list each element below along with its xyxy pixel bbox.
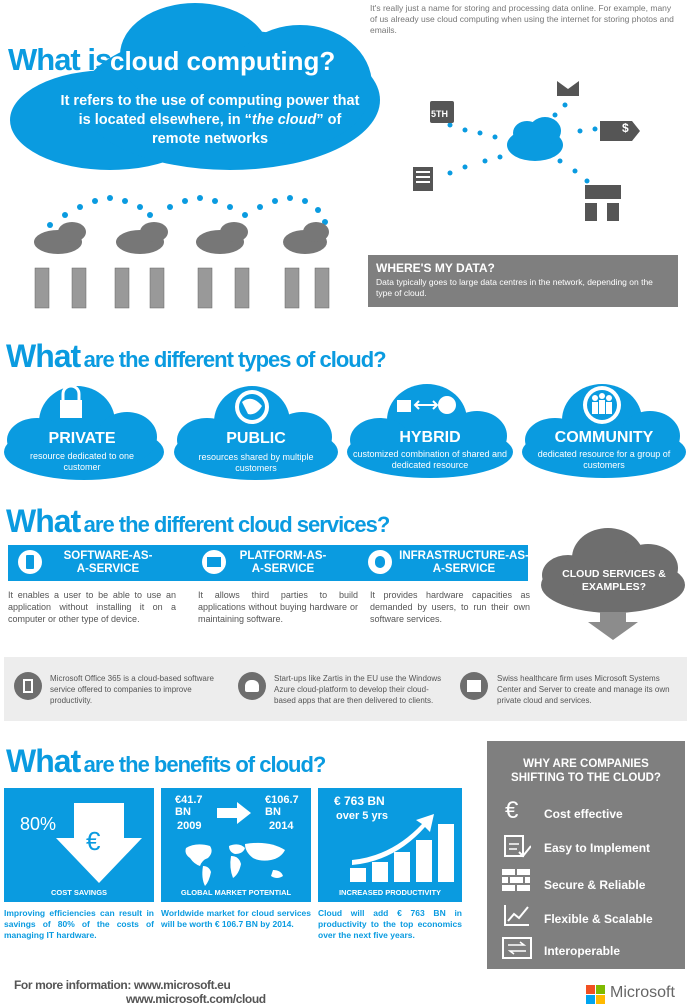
what-is-label: What is <box>8 42 112 77</box>
intro-text: It's really just a name for storing and … <box>370 3 674 35</box>
type-private-title: PRIVATE <box>48 430 116 447</box>
microsoft-wordmark: Microsoft <box>610 984 675 1001</box>
private-cloud-shape <box>4 384 164 480</box>
where-data-text: Data typically goes to large data centre… <box>376 277 653 298</box>
paas-icon <box>202 550 226 574</box>
type-community-title: COMMUNITY <box>554 429 654 446</box>
paas-text: It allows third parties to build applica… <box>198 590 358 624</box>
types-heading-what: What <box>6 338 81 374</box>
why-item-interop: Interoperable <box>544 944 621 958</box>
services-heading-rest: are the different cloud services? <box>83 512 391 537</box>
services-heading: What are the different cloud services? <box>6 503 391 540</box>
saas-text: It enables a user to be able to use an a… <box>8 590 176 624</box>
cloud-computing-title: cloud computing? <box>110 46 336 76</box>
market-from-year: 2009 <box>177 820 202 832</box>
definition-em: the cloud <box>251 112 317 128</box>
community-cloud-shape <box>522 384 686 478</box>
example-azure-text: Start-ups like Zartis in the EU use the … <box>274 674 442 705</box>
iaas-title: INFRASTRUCTURE-AS- A-SERVICE <box>399 550 529 575</box>
type-community-desc: dedicated resource for a group of custom… <box>537 449 671 470</box>
productivity-period: over 5 yrs <box>336 810 388 822</box>
dollar-icon: $ <box>622 121 629 135</box>
services-heading-what: What <box>6 503 81 539</box>
footer-info: For more information: www.microsoft.eu <box>14 978 231 992</box>
productivity-value: € 763 BN <box>334 794 385 808</box>
header-cloud-shape <box>10 3 380 170</box>
footer-label: For more information: <box>14 978 134 992</box>
public-cloud-shape <box>174 386 338 480</box>
market-to-year: 2014 <box>269 820 294 832</box>
market-caption: GLOBAL MARKET POTENTIAL <box>180 888 292 897</box>
why-title: WHY ARE COMPANIES SHIFTING TO THE CLOUD? <box>511 758 661 784</box>
type-private-desc: resource dedicated to one customer <box>29 451 135 472</box>
footer-link-cloud[interactable]: www.microsoft.com/cloud <box>126 992 266 1006</box>
saas-title: SOFTWARE-AS- A-SERVICE <box>63 550 153 575</box>
cloud-devices-illustration <box>413 81 640 221</box>
benefits-heading-what: What <box>6 743 81 779</box>
growth-chart-icon <box>350 814 454 882</box>
euro-sign-icon: € <box>505 797 519 824</box>
azure-icon <box>238 672 266 700</box>
benefits-heading: What are the benefits of cloud? <box>6 743 327 780</box>
savings-value: 80% <box>20 814 57 834</box>
world-map-icon <box>185 842 285 886</box>
examples-cloud-shape <box>541 528 685 640</box>
types-heading-rest: are the different types of cloud? <box>83 347 387 372</box>
down-arrow-icon <box>56 803 142 883</box>
saas-icon <box>18 550 42 574</box>
services-bar <box>8 545 528 581</box>
market-from-value: €41.7 BN <box>175 794 203 818</box>
office-icon <box>14 672 42 700</box>
type-public-title: PUBLIC <box>226 430 286 447</box>
right-arrow-icon <box>217 802 251 824</box>
footer-link-eu[interactable]: www.microsoft.eu <box>133 978 231 992</box>
productivity-caption: INCREASED PRODUCTIVITY <box>338 888 442 897</box>
microsoft-logo-icon <box>586 985 606 1005</box>
paas-title: PLATFORM-AS- A-SERVICE <box>239 550 327 575</box>
where-data-box: WHERE'S MY DATA? Data typically goes to … <box>368 255 678 307</box>
types-heading: What are the different types of cloud? <box>6 338 387 375</box>
why-box: WHY ARE COMPANIES SHIFTING TO THE CLOUD?… <box>487 741 685 969</box>
iaas-icon <box>368 550 392 574</box>
type-hybrid-title: HYBRID <box>399 429 461 446</box>
systems-center-icon <box>460 672 488 700</box>
hybrid-cloud-shape <box>347 384 513 478</box>
example-office-text: Microsoft Office 365 is a cloud-based so… <box>50 674 214 705</box>
market-to-value: €106.7 BN <box>265 794 299 818</box>
savings-card: 80% € COST SAVINGS <box>4 788 154 902</box>
savings-text: Improving efficiencies can result in sav… <box>4 908 154 940</box>
productivity-card: € 763 BN over 5 yrs INCREASED PRODUCTIVI… <box>318 788 462 902</box>
why-item-easy: Easy to Implement <box>544 841 651 855</box>
type-hybrid-desc: customized combination of shared and ded… <box>352 449 508 470</box>
productivity-text: Cloud will add € 763 BN in productivity … <box>318 908 462 940</box>
definition-text: It refers to the use of computing power … <box>55 92 365 149</box>
definition-post: ” of remote networks <box>151 112 342 147</box>
examples-label: CLOUD SERVICES & EXAMPLES? <box>562 568 666 593</box>
line-graph-icon <box>504 905 529 926</box>
example-systems-text: Swiss healthcare firm uses Microsoft Sys… <box>497 674 670 705</box>
why-item-secure: Secure & Reliable <box>544 878 646 892</box>
market-text: Worldwide market for cloud services will… <box>161 908 311 929</box>
definition-pre: It refers to the use of computing power … <box>60 93 360 128</box>
euro-icon: € <box>86 826 101 856</box>
examples-strip <box>4 657 687 721</box>
iaas-text: It provides hardware capacities as deman… <box>370 590 530 624</box>
why-item-cost: Cost effective <box>544 807 623 821</box>
where-data-title: WHERE'S MY DATA? <box>376 261 495 275</box>
why-item-flexible: Flexible & Scalable <box>544 912 653 926</box>
savings-caption: COST SAVINGS <box>50 888 108 897</box>
interop-arrows-icon <box>502 937 532 959</box>
icon-5th-label: 5TH <box>431 109 449 119</box>
clipboard-check-icon <box>504 835 531 858</box>
type-public-desc: resources shared by multiple customers <box>198 452 314 473</box>
market-card: €41.7 BN 2009 €106.7 BN 2014 GLOBAL MARK… <box>161 788 311 902</box>
benefits-heading-rest: are the benefits of cloud? <box>83 752 327 777</box>
server-network-illustration <box>34 195 330 309</box>
brick-wall-icon <box>502 869 530 891</box>
